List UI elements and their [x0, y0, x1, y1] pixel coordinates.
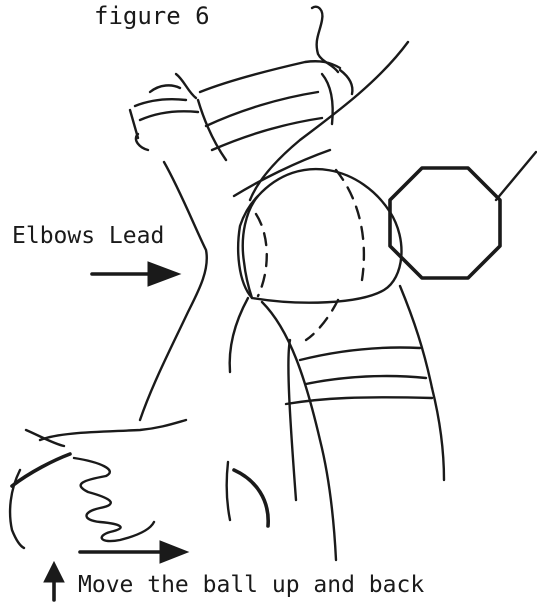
arrow-up-motion-icon: [44, 562, 64, 600]
arrow-right-elbows-icon: [92, 262, 180, 286]
guide-hand-drawing: [10, 420, 268, 548]
motion-caption: Move the ball up and back: [78, 574, 424, 597]
hand-drawing: [130, 7, 352, 196]
arm-drawing: [140, 42, 444, 560]
elbows-lead-label: Elbows Lead: [12, 225, 164, 248]
arrow-right-motion-icon: [80, 541, 188, 563]
ball-drawing: [238, 169, 401, 340]
figure-title: figure 6: [94, 4, 210, 28]
octagon-hoop-icon: [390, 152, 536, 278]
